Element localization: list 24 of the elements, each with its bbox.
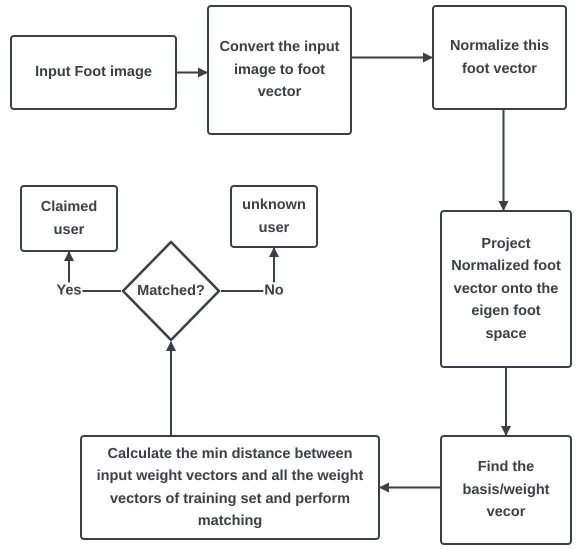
arrow: [501, 368, 511, 436]
arrow: [166, 341, 176, 435]
process-box: [440, 435, 572, 545]
arrow: [221, 247, 279, 292]
process-box: [440, 210, 572, 368]
box-text: unknown user: [241, 196, 307, 238]
process-box: [20, 185, 118, 252]
box-text: Input Foot image: [35, 63, 152, 82]
process-box: [432, 5, 567, 110]
process-box: [230, 185, 318, 248]
arrow: [352, 52, 433, 62]
arrow: [498, 110, 508, 211]
box-text: Calculate the min distance between input weight vectors and all the weight vectors of training set and perform matching: [96, 444, 364, 531]
arrow: [177, 68, 208, 78]
box-text: Convert the input image to foot vector: [218, 38, 341, 102]
box-text: Claimed user: [40, 198, 98, 240]
process-box: [10, 35, 177, 110]
box-text: Find the basis/weight vecor: [461, 458, 551, 522]
box-text: Project Normalized foot vector onto the eigen foot space: [450, 234, 562, 344]
arrow: [379, 482, 440, 492]
process-box: [207, 5, 352, 135]
box-text: Matched?: [137, 282, 205, 301]
process-box: [80, 435, 380, 540]
box-text: Normalize this foot vector: [448, 37, 550, 78]
